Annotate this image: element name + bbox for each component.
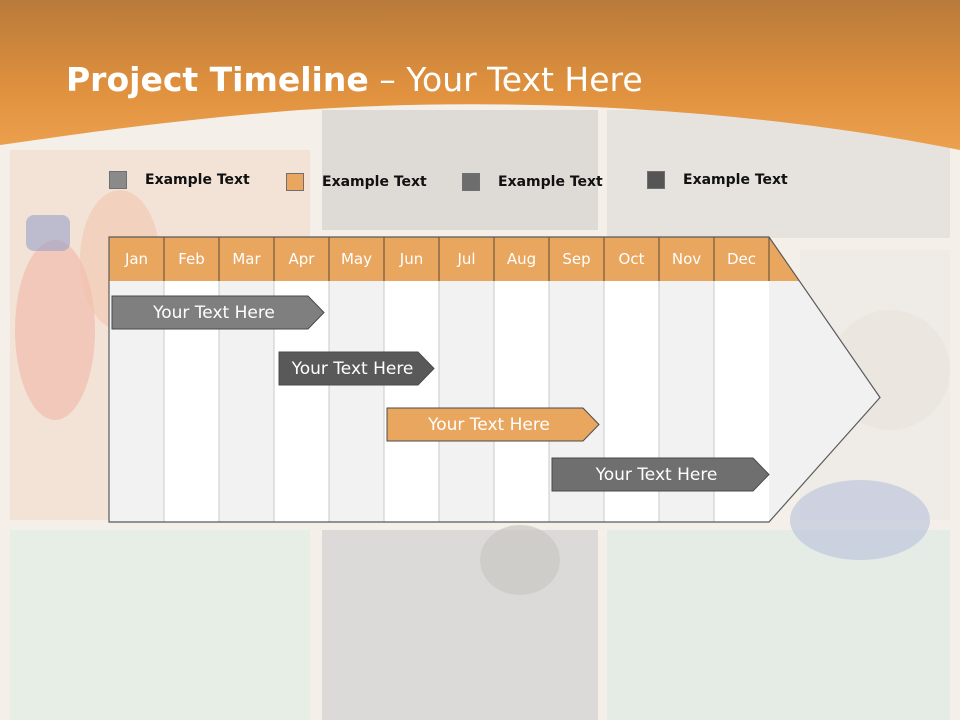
photo-tile xyxy=(322,110,598,230)
task-label: Your Text Here xyxy=(291,358,414,379)
photo-detail xyxy=(480,525,560,595)
month-column xyxy=(494,281,549,522)
month-label: Apr xyxy=(288,250,315,268)
photo-detail xyxy=(790,480,930,560)
legend-item: Example Text xyxy=(647,170,788,190)
month-column xyxy=(384,281,439,522)
photo-tile xyxy=(607,530,950,720)
task-bar xyxy=(278,351,435,386)
task-label: Your Text Here xyxy=(595,464,718,485)
task-bar xyxy=(551,457,770,492)
photo-detail xyxy=(26,215,70,251)
month-header-band xyxy=(109,237,800,281)
title-banner xyxy=(0,0,960,150)
legend-swatch xyxy=(462,173,480,191)
month-label: May xyxy=(340,250,372,268)
task-label: Your Text Here xyxy=(153,302,275,323)
photo-tile xyxy=(10,530,310,720)
task-bar xyxy=(386,407,600,442)
photo-detail xyxy=(15,240,95,420)
legend-item: Example Text xyxy=(462,172,603,192)
legend-swatch xyxy=(286,173,304,191)
month-label: Jun xyxy=(399,250,424,268)
month-label: Oct xyxy=(618,250,645,268)
legend-label: Example Text xyxy=(145,172,250,188)
task-label: Your Text Here xyxy=(428,414,550,435)
timeline-arrow-outline xyxy=(108,236,881,523)
legend-label: Example Text xyxy=(322,174,427,190)
month-label: Dec xyxy=(726,250,757,268)
month-column xyxy=(329,281,384,522)
legend-item: Example Text xyxy=(109,170,250,190)
legend-item: Example Text xyxy=(286,172,427,192)
title-bold: Project Timeline xyxy=(66,60,369,99)
title-rest: – Your Text Here xyxy=(368,60,643,99)
month-label: Mar xyxy=(232,250,261,268)
month-label: Jan xyxy=(124,250,149,268)
month-label: Aug xyxy=(506,250,537,268)
legend-swatch xyxy=(109,171,127,189)
month-column xyxy=(439,281,494,522)
month-label: Sep xyxy=(562,250,591,268)
month-label: Nov xyxy=(671,250,702,268)
legend-label: Example Text xyxy=(498,174,603,190)
legend-label: Example Text xyxy=(683,172,788,188)
month-label: Feb xyxy=(178,250,205,268)
month-label: Jul xyxy=(457,250,476,268)
page-title: Project Timeline – Your Text Here xyxy=(66,60,643,99)
legend-swatch xyxy=(647,171,665,189)
task-bar xyxy=(111,295,325,330)
